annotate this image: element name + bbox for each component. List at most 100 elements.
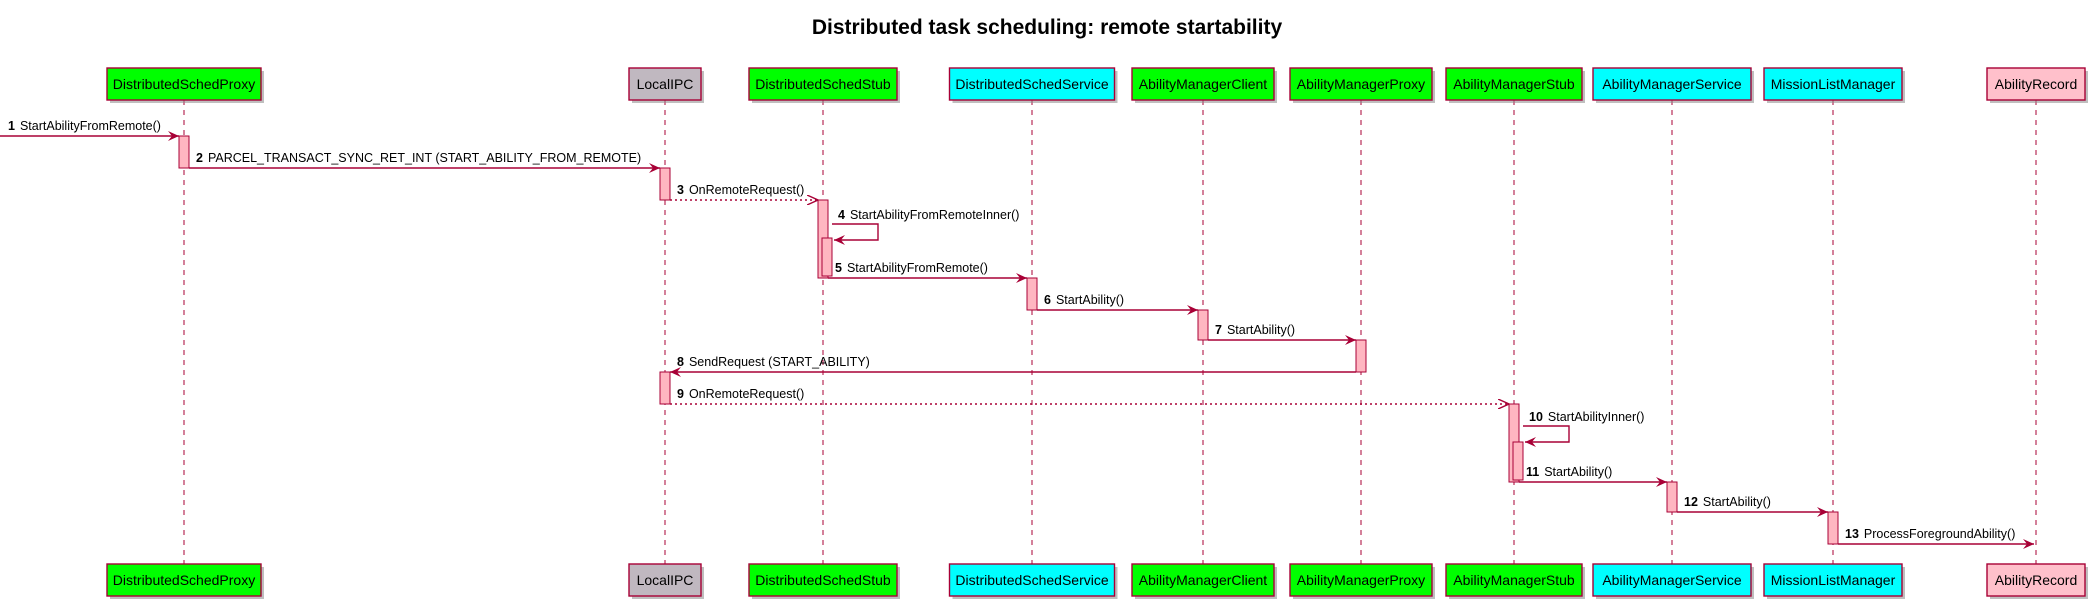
participant-ipc-top: LocalIPC (628, 67, 704, 103)
participant-box (1289, 563, 1433, 597)
message-number: 9 (677, 387, 684, 401)
activation-bar-amsv (1666, 481, 1678, 513)
message-text: StartAbilityInner() (1548, 410, 1645, 424)
participant-heads-bottom: DistributedSchedProxy LocalIPC Distributed… (106, 563, 2088, 599)
activation-bar-dsv (1026, 277, 1038, 311)
message-text: StartAbility() (1544, 465, 1612, 479)
participant-dsv-bottom: DistributedSchedService (948, 563, 1118, 599)
participant-label: AbilityManagerProxy (1297, 76, 1425, 92)
participant-box (1592, 67, 1752, 101)
participant-dsp-top: DistributedSchedProxy (106, 67, 264, 103)
message-7: 7 StartAbility() (1208, 323, 1356, 345)
message-number: 1 (8, 119, 15, 133)
participant-box (1592, 563, 1752, 597)
activation-bar-amc (1197, 309, 1209, 341)
activation-bar-ipc (659, 167, 671, 201)
participant-label: LocalIPC (637, 76, 694, 92)
participant-label: AbilityManagerClient (1139, 572, 1268, 588)
participant-dss-top: DistributedSchedStub (748, 67, 900, 103)
participant-label: AbilityManagerService (1602, 572, 1741, 588)
participant-label: MissionListManager (1771, 572, 1896, 588)
message-text: OnRemoteRequest() (689, 183, 804, 197)
activation-bar-ipc (659, 371, 671, 405)
participant-box (948, 563, 1116, 597)
message-text: StartAbility() (1227, 323, 1295, 337)
message-3: 3 OnRemoteRequest() (670, 183, 818, 200)
participant-box (628, 563, 702, 597)
participant-box (1986, 563, 2086, 597)
participant-label: DistributedSchedProxy (113, 76, 255, 92)
participant-dsv-top: DistributedSchedService (948, 67, 1118, 103)
participant-box (1763, 67, 1903, 101)
participant-mlm-bottom: MissionListManager (1763, 563, 1905, 599)
participant-ar-top: AbilityRecord (1986, 67, 2088, 103)
participant-label: AbilityManagerService (1602, 76, 1741, 92)
participant-label: DistributedSchedService (955, 76, 1109, 92)
message-label: 13 ProcessForegroundAbility() (1845, 527, 2015, 541)
message-number: 4 (838, 208, 845, 222)
participant-amp-top: AbilityManagerProxy (1289, 67, 1435, 103)
message-text: StartAbility() (1703, 495, 1771, 509)
participant-box (748, 67, 898, 101)
message-text: StartAbilityFromRemoteInner() (850, 208, 1020, 222)
participant-amsv-top: AbilityManagerService (1592, 67, 1754, 103)
activation-bar-mlm (1827, 511, 1839, 545)
participant-box (1986, 67, 2086, 101)
activation-bar-dss (821, 237, 833, 277)
participant-box (106, 67, 262, 101)
activation-bar-dsp (178, 135, 190, 169)
message-number: 3 (677, 183, 684, 197)
participant-label: DistributedSchedService (955, 572, 1109, 588)
participant-mlm-top: MissionListManager (1763, 67, 1905, 103)
participant-box (948, 67, 1116, 101)
message-label: 3 OnRemoteRequest() (677, 183, 804, 197)
activation-bars (178, 135, 1839, 545)
participant-label: MissionListManager (1771, 76, 1896, 92)
participant-label: AbilityManagerProxy (1297, 572, 1425, 588)
participant-box (106, 563, 262, 597)
participant-amc-top: AbilityManagerClient (1131, 67, 1277, 103)
diagram-title: Distributed task scheduling: remote star… (812, 16, 1283, 39)
participant-label: AbilityRecord (1995, 76, 2077, 92)
message-4: 4 StartAbilityFromRemoteInner() (832, 208, 1020, 245)
participant-amp-bottom: AbilityManagerProxy (1289, 563, 1435, 599)
message-text: ProcessForegroundAbility() (1864, 527, 2015, 541)
activation-bar-ams (1512, 441, 1524, 481)
participant-label: AbilityRecord (1995, 572, 2077, 588)
participant-ams-bottom: AbilityManagerStub (1445, 563, 1585, 599)
message-number: 13 (1845, 527, 1859, 541)
message-number: 6 (1044, 293, 1051, 307)
participant-box (1131, 563, 1275, 597)
participant-box (1289, 67, 1433, 101)
participant-box (1131, 67, 1275, 101)
participant-box (1445, 67, 1583, 101)
message-text: SendRequest (START_ABILITY) (689, 355, 870, 369)
participant-ar-bottom: AbilityRecord (1986, 563, 2088, 599)
participant-amc-bottom: AbilityManagerClient (1131, 563, 1277, 599)
participant-dsp-bottom: DistributedSchedProxy (106, 563, 264, 599)
participant-label: DistributedSchedProxy (113, 572, 255, 588)
message-number: 2 (196, 151, 203, 165)
participant-heads-top: DistributedSchedProxy LocalIPC Distributed… (106, 67, 2088, 103)
message-number: 8 (677, 355, 684, 369)
participant-label: AbilityManagerStub (1453, 76, 1575, 92)
message-8: 8 SendRequest (START_ABILITY) (670, 355, 1356, 377)
participant-ipc-bottom: LocalIPC (628, 563, 704, 599)
participant-dss-bottom: DistributedSchedStub (748, 563, 900, 599)
message-number: 7 (1215, 323, 1222, 337)
